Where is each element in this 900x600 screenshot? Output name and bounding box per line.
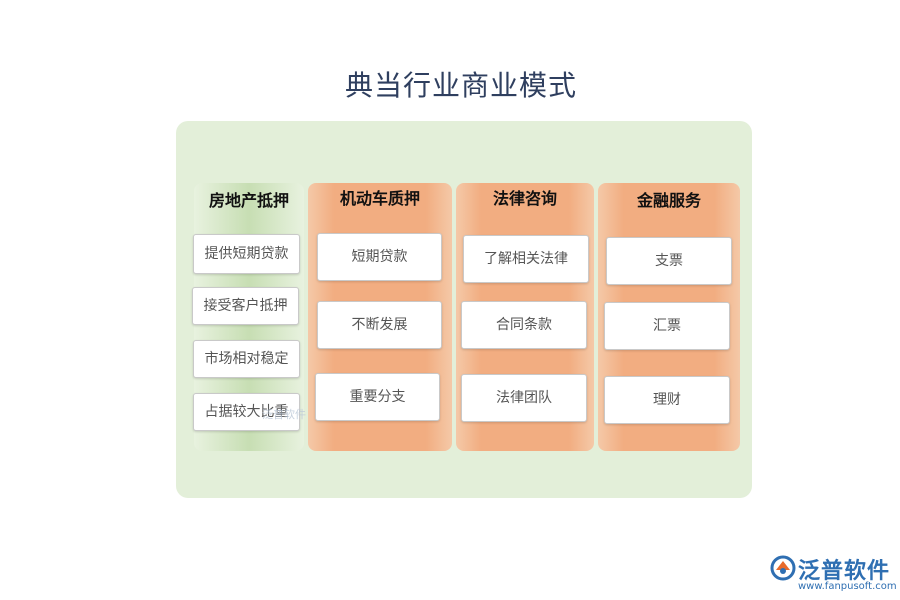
- brand-url: www.fanpusoft.com: [798, 581, 897, 592]
- column-item: 了解相关法律: [463, 235, 589, 283]
- column-item: 汇票: [604, 302, 730, 350]
- column-item: 合同条款: [461, 301, 587, 349]
- column-item: 占据较大比重: [193, 393, 300, 431]
- column-item: 理财: [604, 376, 730, 424]
- watermark-text: 泛普软件: [262, 408, 306, 421]
- column-item: 支票: [606, 237, 732, 285]
- column-header: 机动车质押: [339, 189, 420, 208]
- column-header: 房地产抵押: [208, 191, 289, 210]
- column-item: 市场相对稳定: [193, 340, 300, 378]
- column-item: 不断发展: [317, 301, 442, 349]
- column-item: 接受客户抵押: [192, 287, 299, 325]
- diagram-title: 典当行业商业模式: [344, 69, 577, 102]
- brand-logo: 泛普软件 www.fanpusoft.com: [770, 553, 897, 593]
- column-item: 重要分支: [315, 373, 440, 421]
- brand-logo-icon: [770, 555, 796, 581]
- column-header: 金融服务: [636, 191, 701, 210]
- column-item: 提供短期贷款: [193, 234, 300, 274]
- column-header: 法律咨询: [492, 189, 557, 208]
- column-item: 法律团队: [461, 374, 587, 422]
- column-item: 短期贷款: [317, 233, 442, 281]
- watermark: 泛普软件: [262, 406, 306, 422]
- brand-name: 泛普软件: [798, 559, 891, 584]
